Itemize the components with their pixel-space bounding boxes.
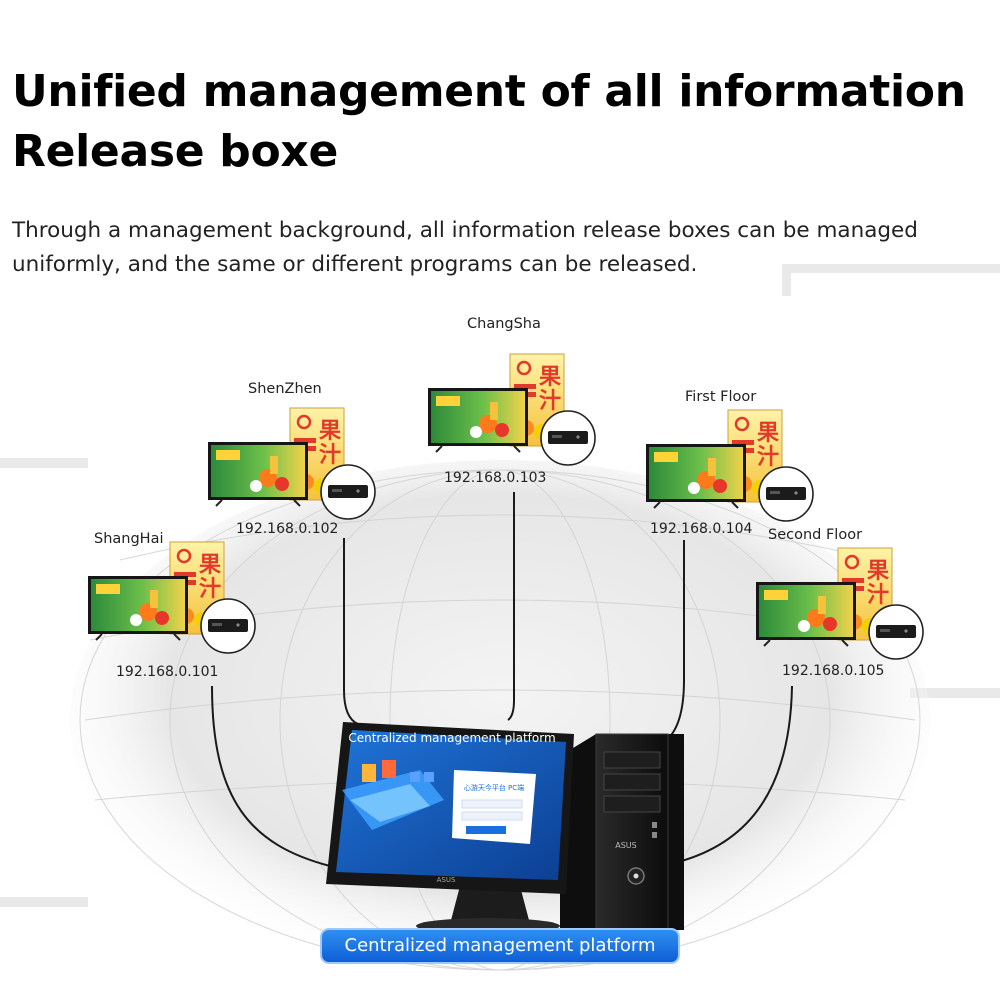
node-ip-second-floor: 192.168.0.105	[782, 663, 884, 679]
monitor-login-title: 心游天今平台 PC端	[464, 783, 524, 792]
link-shenzhen	[343, 538, 359, 725]
display-set-changsha	[426, 352, 597, 467]
page-title: Unified management of all information Re…	[12, 62, 966, 182]
description-line-1: Through a management background, all inf…	[12, 218, 918, 243]
title-line-1: Unified management of all information	[12, 66, 966, 117]
node-ip-first-floor: 192.168.0.104	[650, 521, 753, 537]
node-ip-changsha: 192.168.0.103	[444, 470, 546, 486]
decorative-bar	[782, 264, 1000, 273]
tower-brand: ASUS	[615, 841, 636, 850]
node-ip-shenzhen: 192.168.0.102	[236, 521, 338, 537]
decorative-bar	[0, 897, 88, 907]
desktop-tower: ASUS	[560, 733, 684, 931]
link-second-floor	[677, 685, 793, 863]
decorative-bar	[910, 688, 1000, 698]
monitor: Centralized management platform 心游天今平台 P…	[326, 722, 574, 934]
node-name-changsha: ChangSha	[467, 316, 541, 332]
node-ip-shanghai: 192.168.0.101	[116, 664, 218, 680]
decorative-bar	[782, 264, 791, 296]
title-line-2: Release boxe	[12, 126, 339, 177]
page-description: Through a management background, all inf…	[12, 214, 997, 282]
node-name-shanghai: ShangHai	[94, 531, 164, 547]
node-name-shenzhen: ShenZhen	[248, 381, 322, 397]
platform-label: Centralized management platform	[320, 928, 680, 964]
link-changsha	[507, 492, 515, 721]
description-line-2: uniformly, and the same or different pro…	[12, 252, 698, 277]
monitor-brand: ASUS	[437, 876, 456, 884]
link-shanghai	[211, 685, 331, 867]
monitor-screen-title: Centralized management platform	[348, 731, 555, 745]
decorative-bar	[0, 458, 88, 468]
node-name-first-floor: First Floor	[685, 389, 756, 405]
node-name-second-floor: Second Floor	[768, 527, 862, 543]
